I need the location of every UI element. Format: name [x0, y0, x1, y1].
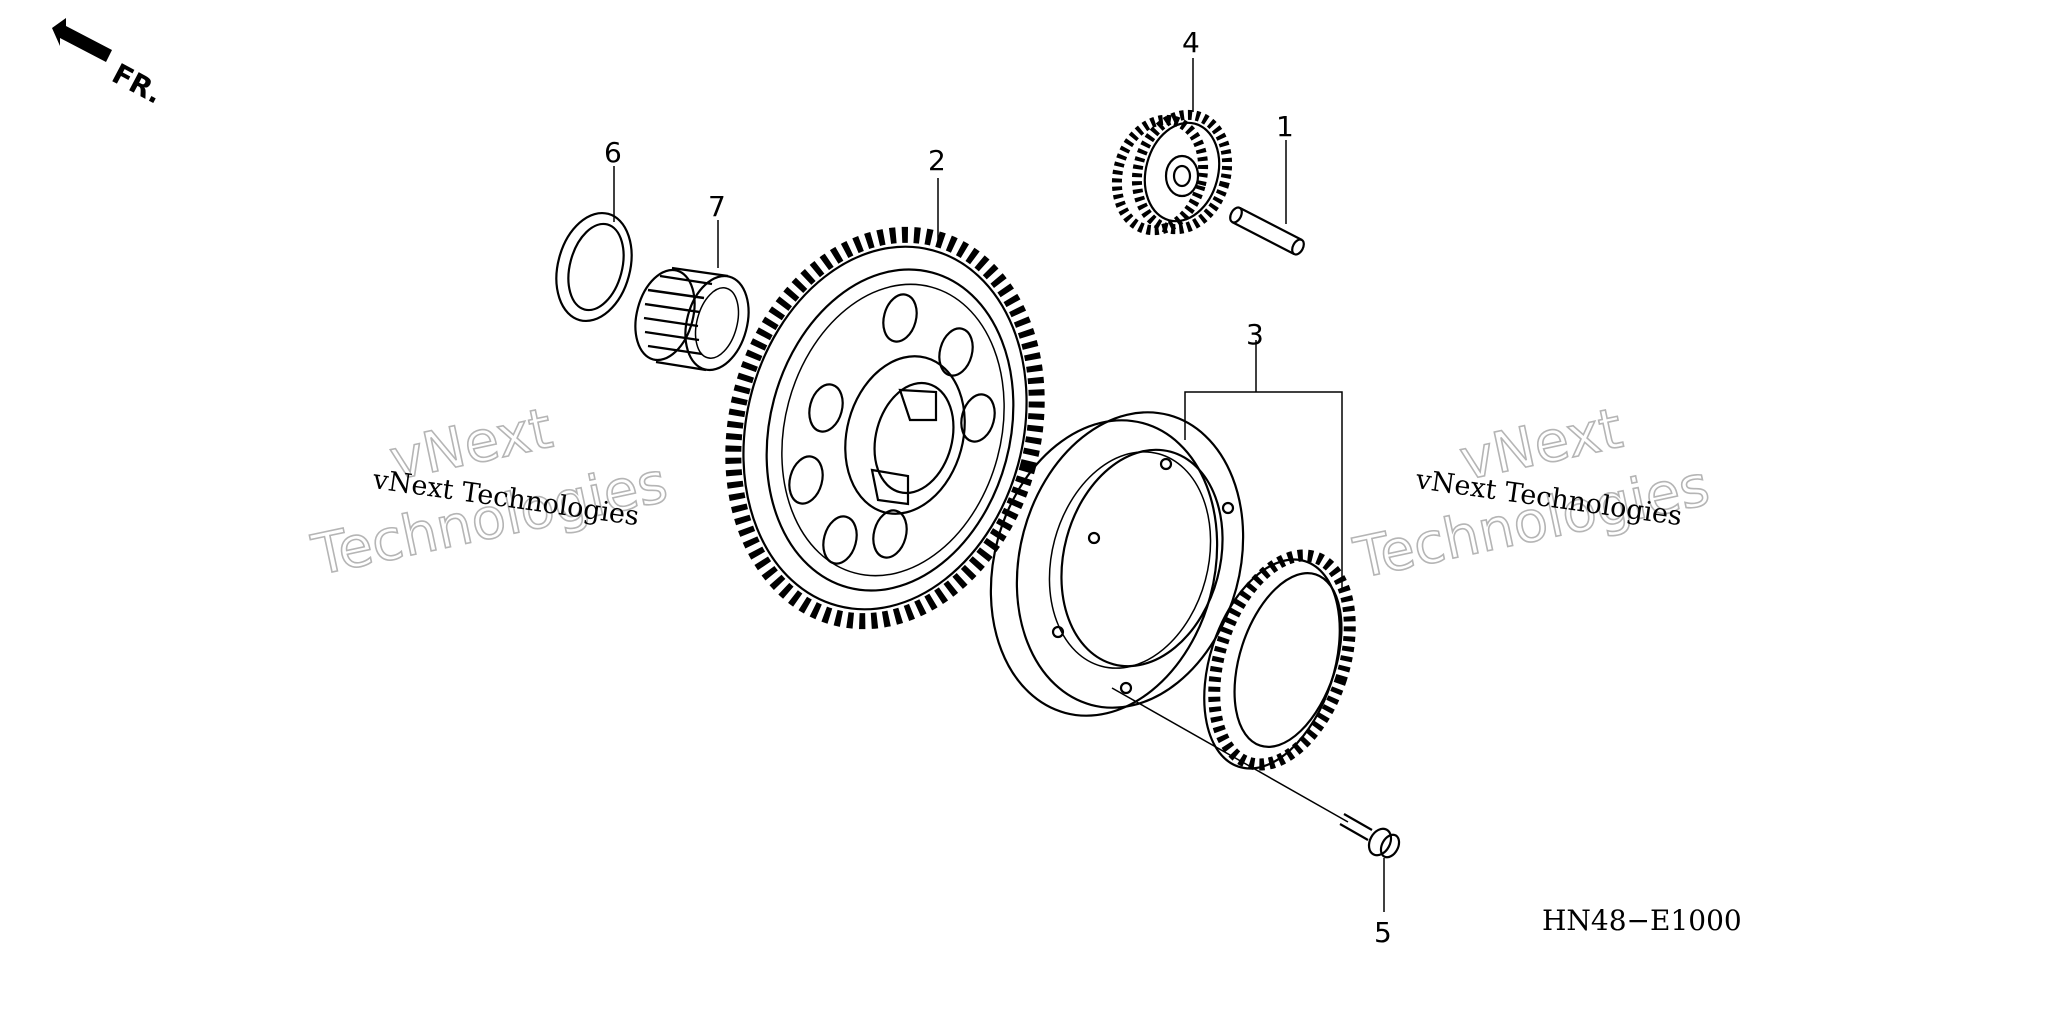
- diagram-code: HN48−E1000: [1542, 904, 1742, 937]
- part-1-shaft: [1229, 206, 1305, 256]
- watermark-right: vNext Technologies vNext Technologies: [1348, 395, 1716, 592]
- part-5-bolt: [1111, 687, 1401, 859]
- callout-6: 6: [604, 136, 622, 169]
- callout-7: 7: [708, 190, 726, 223]
- callout-3: 3: [1246, 318, 1264, 351]
- callout-2: 2: [928, 144, 946, 177]
- watermark-left: vNext Technologies vNext Technologies: [306, 395, 674, 589]
- part-7-needle-bearing: [634, 266, 750, 372]
- front-direction-arrow-icon: [52, 18, 112, 62]
- direction-label: FR.: [107, 57, 168, 110]
- callout-5: 5: [1374, 916, 1392, 949]
- callout-4: 4: [1182, 26, 1200, 59]
- callout-1: 1: [1276, 110, 1294, 143]
- part-3-one-way-clutch: [989, 411, 1356, 771]
- part-2-starter-driven-gear: [725, 226, 1045, 630]
- part-4-reduction-gear: [1111, 109, 1233, 236]
- part-6-washer: [555, 211, 633, 323]
